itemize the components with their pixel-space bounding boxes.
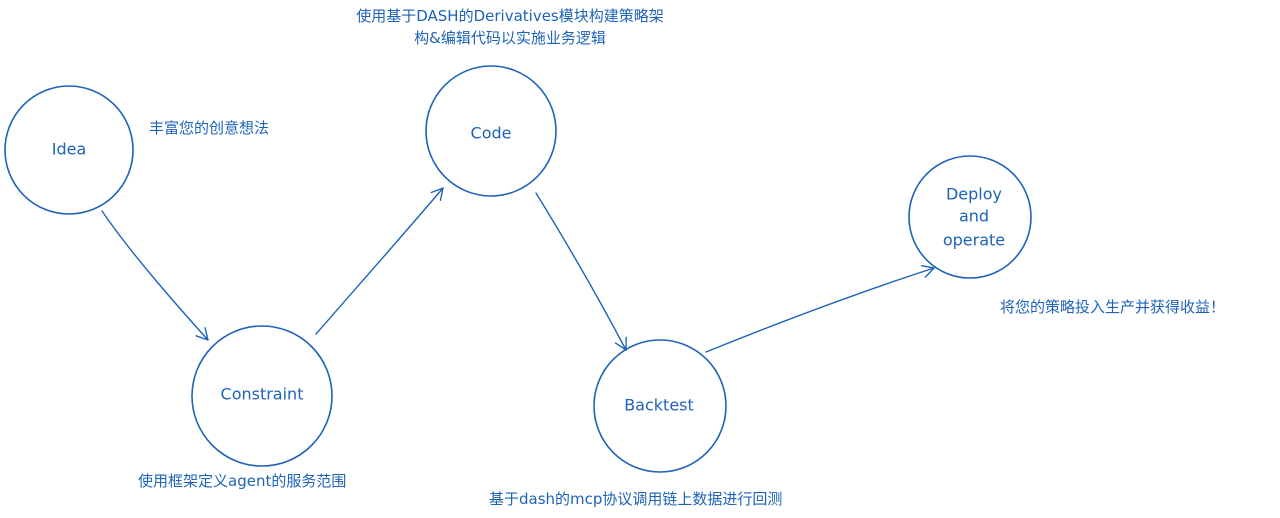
node-deploy[interactable]: Deploy and operate [908,155,1032,279]
node-code[interactable]: Code [425,65,557,197]
node-deploy-circle [908,155,1032,279]
node-deploy-label-line1: Deploy [946,185,1002,204]
note-idea: 丰富您的创意想法 [149,119,270,137]
note-code: 使用基于DASH的Derivatives模块构建策略架 构&编辑代码以实施业务逻… [330,5,690,49]
node-constraint[interactable]: Constraint [191,325,333,467]
node-constraint-label: Constraint [221,385,304,404]
node-backtest-circle [593,339,727,473]
note-backtest: 基于dash的mcp协议调用链上数据进行回测 [489,490,783,508]
node-code-label: Code [471,124,512,143]
node-idea-circle [4,85,134,215]
note-code-line1: 使用基于DASH的Derivatives模块构建策略架 [356,7,664,25]
note-constraint: 使用框架定义agent的服务范围 [138,472,347,490]
node-constraint-circle [191,325,333,467]
node-deploy-label-line2: and [959,207,989,226]
node-idea-label: Idea [52,140,87,159]
note-deploy: 将您的策略投入生产并获得收益！ [1000,298,1226,316]
node-backtest-label: Backtest [624,396,694,415]
note-code-line2: 构&编辑代码以实施业务逻辑 [414,29,606,47]
node-deploy-label-line3: operate [943,231,1005,250]
arrow-backtest-to-deploy [705,264,935,353]
node-code-circle [425,65,557,197]
arrow-constraint-to-code [315,187,444,335]
arrow-code-to-backtest [535,192,627,351]
node-idea[interactable]: Idea [4,85,134,215]
arrow-idea-to-constraint [101,210,209,341]
node-backtest[interactable]: Backtest [593,339,727,473]
